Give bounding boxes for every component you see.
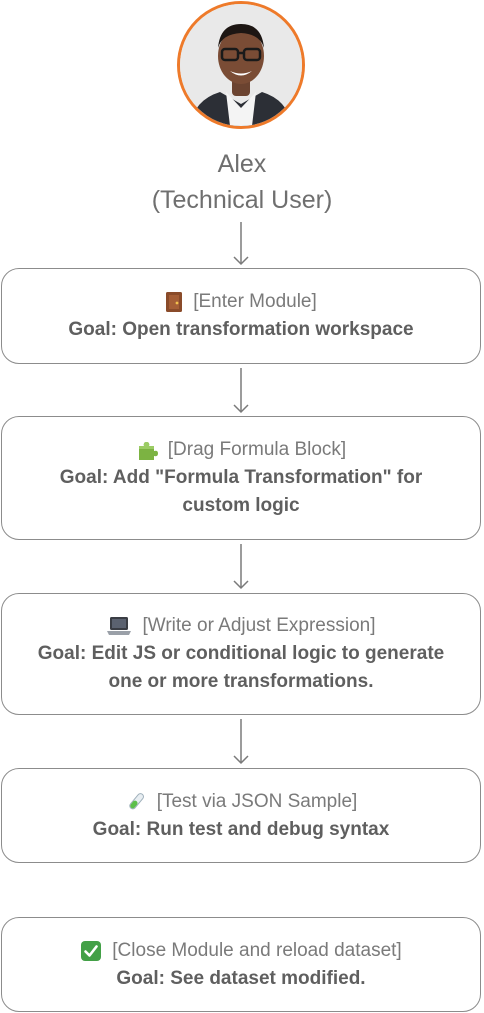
step-title-text: [Close Module and reload dataset] bbox=[112, 939, 402, 961]
persona-role: (Technical User) bbox=[151, 186, 333, 214]
step-goal: Goal: Run test and debug syntax bbox=[92, 818, 390, 840]
step-title-text: [Drag Formula Block] bbox=[167, 439, 347, 460]
puzzle-piece-icon bbox=[136, 439, 158, 461]
flow-arrow bbox=[232, 719, 250, 765]
step-title-text: [Enter Module] bbox=[193, 291, 317, 312]
step-goal: Goal: Edit JS or conditional logic to ge… bbox=[37, 643, 445, 692]
flow-arrow bbox=[232, 544, 250, 590]
step-title-text: [Test via JSON Sample] bbox=[156, 790, 358, 812]
step-test-json-sample: [Test via JSON Sample] Goal: Run test an… bbox=[1, 768, 481, 863]
step-title: [Drag Formula Block] bbox=[136, 436, 346, 464]
step-title-text: [Write or Adjust Expression] bbox=[142, 615, 376, 636]
flow-arrow bbox=[232, 368, 250, 414]
flow-arrow bbox=[232, 222, 250, 266]
step-title: [Test via JSON Sample] bbox=[125, 788, 358, 816]
step-goal: Goal: Add "Formula Transformation" for c… bbox=[59, 467, 423, 516]
door-icon bbox=[165, 291, 183, 313]
step-title: [Write or Adjust Expression] bbox=[106, 612, 376, 640]
persona-avatar bbox=[177, 1, 305, 129]
step-enter-module: [Enter Module] Goal: Open transformation… bbox=[1, 268, 481, 364]
persona-name: Alex bbox=[217, 150, 267, 178]
step-goal: Goal: See dataset modified. bbox=[116, 967, 366, 989]
check-mark-icon bbox=[80, 940, 102, 962]
step-title: [Enter Module] bbox=[165, 288, 317, 316]
step-write-expression: [Write or Adjust Expression] Goal: Edit … bbox=[1, 593, 481, 715]
laptop-icon bbox=[106, 616, 132, 636]
step-title: [Close Module and reload dataset] bbox=[80, 937, 402, 965]
step-goal: Goal: Open transformation workspace bbox=[68, 319, 414, 340]
step-close-module: [Close Module and reload dataset] Goal: … bbox=[1, 917, 481, 1012]
step-drag-formula-block: [Drag Formula Block] Goal: Add "Formula … bbox=[1, 416, 481, 540]
test-tube-icon bbox=[125, 791, 147, 813]
